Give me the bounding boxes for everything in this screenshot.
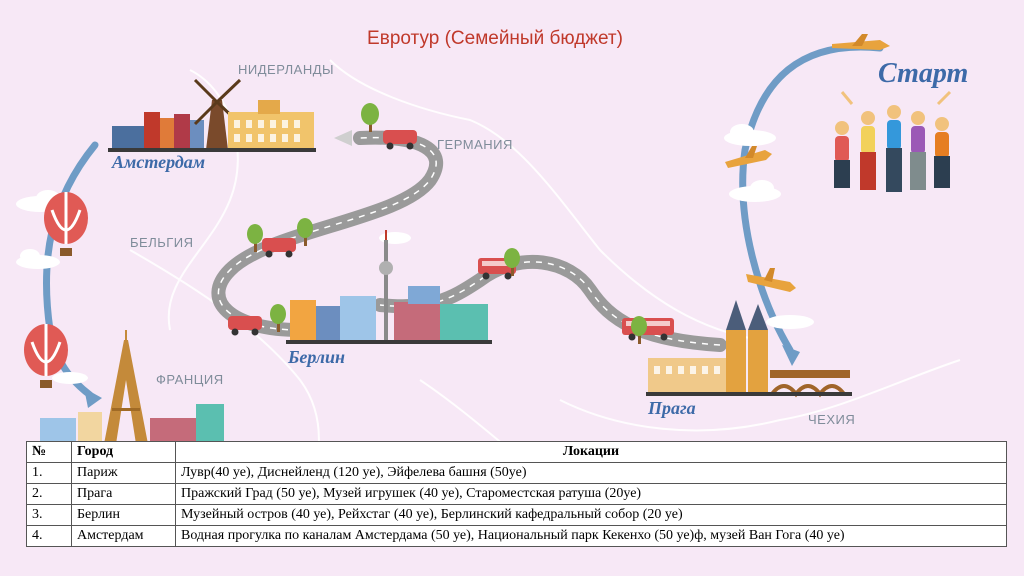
country-label-belgium: БЕЛЬГИЯ	[130, 235, 194, 250]
paris-skyline	[40, 330, 224, 444]
page-title: Евротур (Семейный бюджет)	[367, 28, 623, 49]
row-city: Амстердам	[71, 525, 176, 547]
car-icon	[228, 316, 262, 336]
hot-air-balloon-icon	[24, 324, 68, 388]
tv-tower-icon	[379, 230, 393, 342]
car-icon	[383, 130, 417, 150]
city-label-amsterdam: Амстердам	[112, 152, 206, 172]
header-city: Город	[71, 441, 176, 463]
cloud-icon	[379, 232, 411, 244]
row-locations: Музейный остров (40 уе), Рейхстаг (40 уе…	[175, 504, 1007, 526]
header-locations: Локации	[175, 441, 1007, 463]
cloud-icon	[16, 249, 60, 269]
cloud-icon	[729, 180, 781, 202]
city-label-prague: Прага	[648, 398, 696, 418]
tree-icon	[361, 103, 379, 132]
tree-icon	[631, 316, 647, 344]
tree-icon	[270, 304, 286, 332]
road-arrow-icon	[334, 130, 352, 146]
table-row: 1. Париж Лувр(40 уе), Диснейленд (120 уе…	[26, 462, 1007, 484]
airplane-icon	[725, 146, 772, 168]
tree-icon	[504, 248, 520, 276]
road-marking	[217, 136, 437, 331]
country-label-france: ФРАНЦИЯ	[156, 372, 224, 387]
arrow-head-icon	[84, 388, 102, 408]
eiffel-tower-icon	[104, 330, 148, 444]
city-label-berlin: Берлин	[288, 347, 345, 367]
cloud-icon	[766, 315, 814, 329]
row-locations: Пражский Град (50 уе), Музей игрушек (40…	[175, 483, 1007, 505]
car-icon	[262, 238, 296, 258]
airplane-icon	[746, 268, 796, 292]
itinerary-table: № Город Локации 1. Париж Лувр(40 уе), Ди…	[26, 441, 1007, 547]
tree-icon	[297, 218, 313, 246]
country-label-netherlands: НИДЕРЛАНДЫ	[238, 62, 335, 77]
table-row: 2. Прага Пражский Град (50 уе), Музей иг…	[26, 483, 1007, 505]
row-city: Прага	[71, 483, 176, 505]
tree-icon	[247, 224, 263, 252]
country-label-czech: ЧЕХИЯ	[808, 412, 856, 427]
row-number: 3.	[26, 504, 72, 526]
route-arrow-start	[739, 43, 884, 354]
windmill-icon	[193, 78, 242, 150]
cloud-icon	[52, 372, 88, 384]
berlin-skyline	[286, 230, 492, 344]
prague-skyline	[646, 300, 852, 398]
row-number: 2.	[26, 483, 72, 505]
row-city: Берлин	[71, 504, 176, 526]
row-locations: Водная прогулка по каналам Амстердама (5…	[175, 525, 1007, 547]
table-header-row: № Город Локации	[26, 441, 1007, 463]
cloud-icon	[724, 124, 776, 146]
row-number: 1.	[26, 462, 72, 484]
travelers-illustration	[834, 90, 952, 192]
row-city: Париж	[71, 462, 176, 484]
table-row: 4. Амстердам Водная прогулка по каналам …	[26, 525, 1007, 547]
airplane-icon	[832, 34, 890, 50]
row-locations: Лувр(40 уе), Диснейленд (120 уе), Эйфеле…	[175, 462, 1007, 484]
start-label: Старт	[878, 58, 969, 89]
header-number: №	[26, 441, 72, 463]
amsterdam-skyline	[108, 78, 316, 152]
table-row: 3. Берлин Музейный остров (40 уе), Рейхс…	[26, 504, 1007, 526]
country-label-germany: ГЕРМАНИЯ	[437, 137, 513, 152]
row-number: 4.	[26, 525, 72, 547]
arrow-head-icon	[782, 345, 800, 366]
hot-air-balloon-icon	[44, 192, 88, 256]
